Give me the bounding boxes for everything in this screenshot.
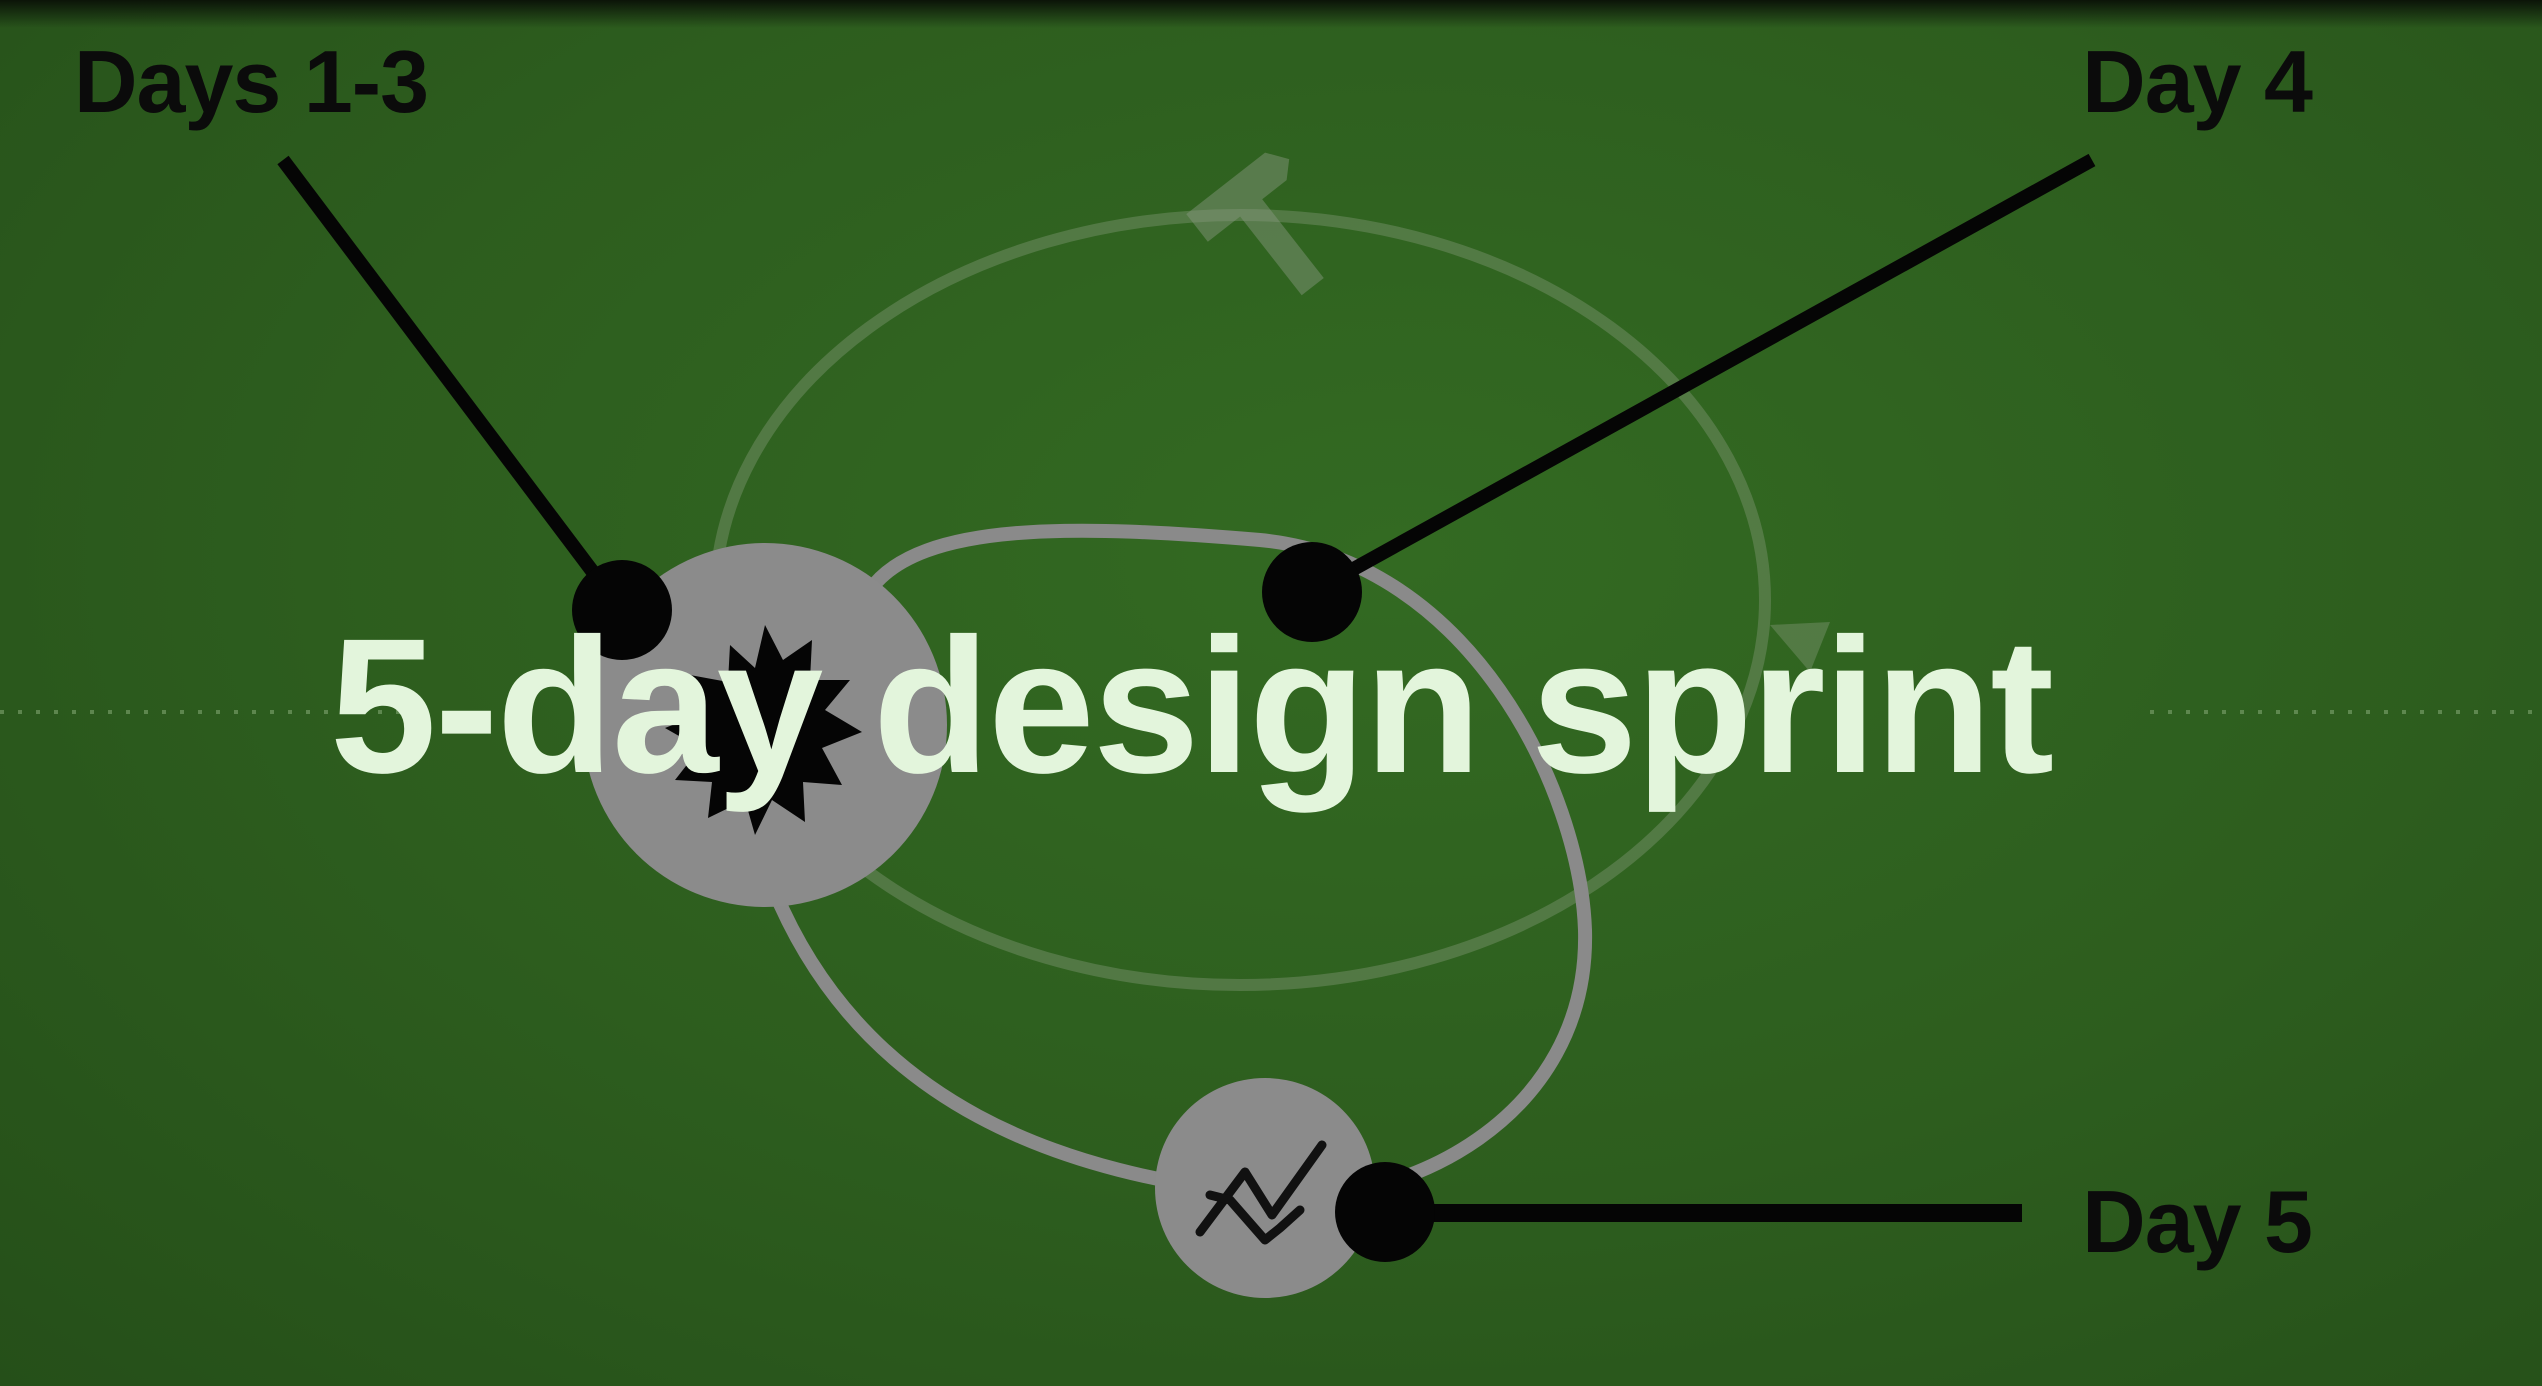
label-day-5: Day 5 xyxy=(2082,1172,2313,1271)
callout-dot-day-5 xyxy=(1335,1162,1435,1262)
outer-loop-arrowhead xyxy=(1770,622,1830,672)
callout-line-days-1-3 xyxy=(277,155,626,613)
hammer-icon xyxy=(1186,152,1324,296)
callout-dot-day-4 xyxy=(1262,542,1362,642)
burst-icon xyxy=(665,625,862,835)
stage-node-test xyxy=(1155,1078,1375,1298)
label-day-4: Day 4 xyxy=(2082,32,2313,131)
chart-line-icon xyxy=(1195,1140,1327,1245)
callout-dot-days-1-3 xyxy=(572,560,672,660)
label-days-1-3: Days 1-3 xyxy=(74,32,429,131)
top-caption-strip xyxy=(0,0,2542,28)
callout-line-day-4 xyxy=(1308,153,2096,599)
diagram-title: 5-day design sprint xyxy=(329,598,2054,813)
